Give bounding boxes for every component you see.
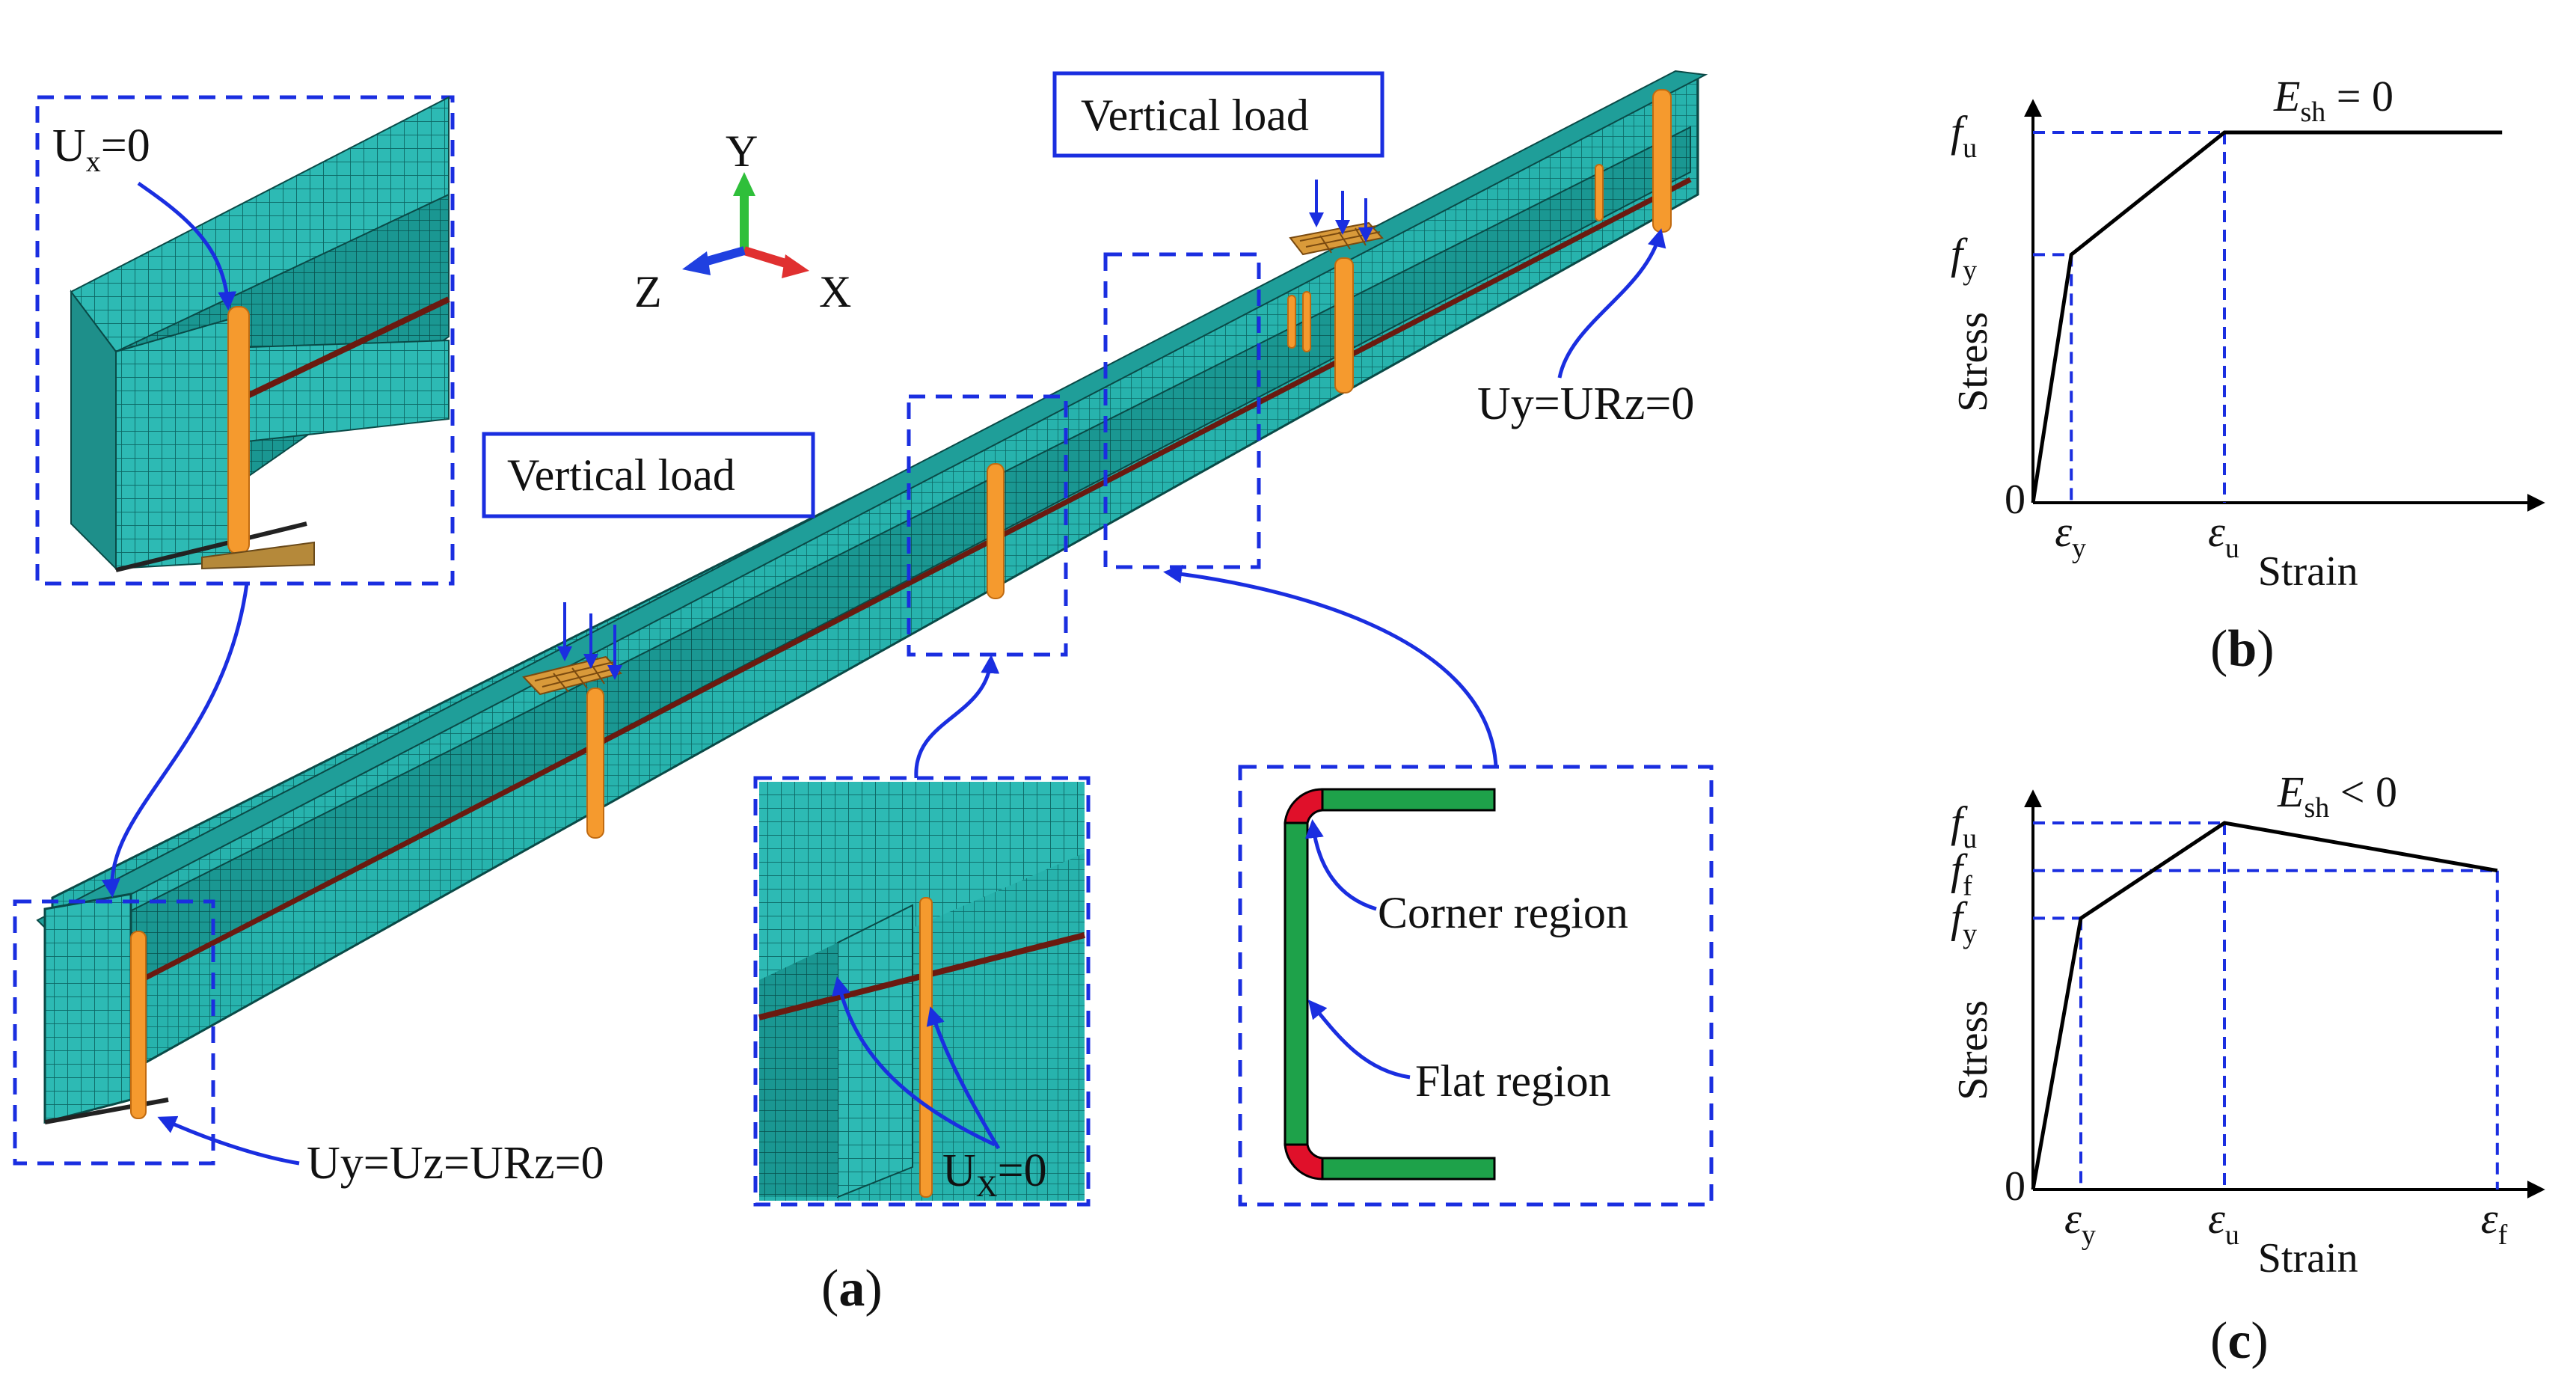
corner-region-bottom (1284, 1143, 1324, 1181)
bc-label-bottom-left: Uy=Uz=URz=0 (307, 1138, 604, 1189)
x-tick-εf: εf (2481, 1194, 2508, 1251)
coordinate-axes-icon: Y X Z (634, 126, 851, 316)
caption-c: (c) (2210, 1312, 2269, 1370)
support-icon (130, 89, 1672, 1119)
inset-mid-stiffener (919, 897, 933, 1198)
corner-region-top (1284, 788, 1324, 824)
y-tick-fu: fu (1951, 107, 1977, 164)
connector-bc-right (1557, 228, 1666, 379)
connector-mid (914, 655, 1000, 779)
x-tick-εu: εu (2208, 1194, 2239, 1251)
vertical-load-label-left: Vertical load (482, 432, 815, 518)
flat-region-web (1284, 821, 1309, 1146)
x-tick-εy: εy (2064, 1194, 2096, 1251)
y-axis-title: Stress (1950, 1000, 1996, 1100)
axis-y-label: Y (726, 126, 758, 176)
stiffener-load-left (586, 688, 604, 839)
stiffener-middle (987, 463, 1005, 599)
bc-label-right: Uy=URz=0 (1477, 379, 1694, 429)
corner-region-label: Corner region (1378, 888, 1628, 937)
origin-label: 0 (2005, 477, 2025, 523)
inset-stiffener (227, 306, 250, 554)
caption-a: (a) (821, 1260, 883, 1317)
inset-stiffener-detail: UX=0 (753, 776, 1091, 1207)
x-axis-title: Strain (2258, 548, 2358, 595)
vertical-load-label-right: Vertical load (1052, 71, 1384, 158)
axis-z-label: Z (634, 267, 662, 316)
bc-label-mid: UX=0 (942, 1145, 1047, 1203)
caption-b: (b) (2210, 620, 2275, 678)
connector-left (101, 583, 249, 898)
x-axis-title: Strain (2258, 1235, 2358, 1282)
svg-text:Vertical load: Vertical load (1081, 91, 1309, 140)
stiffener-right-end (1652, 89, 1672, 233)
flat-region-top-flange (1321, 788, 1496, 812)
highlight-box-left-end (13, 899, 215, 1166)
stress-strain-curve (2031, 130, 2503, 503)
load-arrow-icon (557, 180, 1373, 680)
origin-label: 0 (2005, 1163, 2025, 1210)
inset-end-detail: Ux=0 (35, 95, 455, 586)
axis-x-label: X (819, 267, 851, 316)
y-axis-title: Stress (1950, 312, 1996, 412)
highlight-box-stiffener (907, 394, 1068, 657)
stiffener-load-right (1334, 257, 1354, 394)
modulus-label: Esh < 0 (2277, 768, 2397, 824)
flat-region-label: Flat region (1415, 1056, 1611, 1106)
x-tick-εu: εu (2208, 507, 2239, 564)
stress-strain-curve (2031, 821, 2498, 1190)
svg-text:Vertical load: Vertical load (507, 450, 735, 500)
modulus-label: Esh = 0 (2273, 72, 2393, 128)
y-tick-fy: fy (1951, 229, 1977, 286)
flat-region-bottom-flange (1321, 1157, 1496, 1181)
connector-section (1163, 564, 1498, 768)
x-tick-εy: εy (2055, 507, 2086, 564)
connector-bc-bottom-left (157, 1115, 300, 1166)
inset-cross-section: Corner region Flat region (1238, 765, 1714, 1207)
stiffener-left-end (130, 931, 147, 1119)
bc-label-top-left: Ux=0 (52, 120, 150, 178)
beam-lip-line (111, 177, 1692, 998)
beam-end-face (43, 893, 132, 1124)
